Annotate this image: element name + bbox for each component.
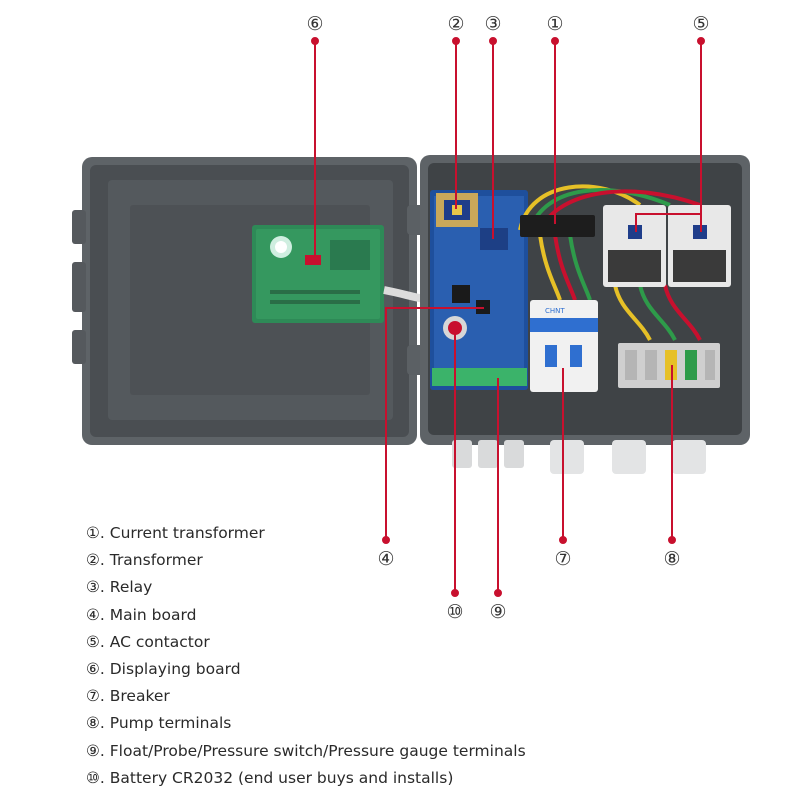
callout-10: ⑩ — [446, 601, 463, 623]
legend-item: ④. Main board — [86, 605, 197, 624]
callout-2: ② — [447, 13, 464, 35]
legend-item: ⑦. Breaker — [86, 687, 170, 706]
callout-numbers: ⑥ ② ③ ① ⑤ ④ ⑦ ⑧ ⑩ ⑨ — [306, 13, 709, 623]
callout-6: ⑥ — [306, 13, 323, 35]
callout-8: ⑧ — [663, 548, 680, 570]
legend-item: ⑤. AC contactor — [86, 632, 210, 651]
callout-9: ⑨ — [489, 601, 506, 623]
legend-item: ⑩. Battery CR2032 (end user buys and ins… — [86, 768, 454, 787]
ac-contactors — [603, 205, 731, 287]
current-transformer — [520, 215, 595, 237]
main-board — [430, 190, 528, 390]
breaker: CHNT — [530, 300, 598, 392]
callout-3: ③ — [484, 13, 501, 35]
legend-item: ①. Current transformer — [86, 524, 265, 542]
breaker-brand-label: CHNT — [545, 307, 565, 315]
displaying-board — [252, 225, 384, 323]
callout-5: ⑤ — [692, 13, 709, 35]
callout-lines — [311, 37, 705, 597]
callout-7: ⑦ — [554, 548, 571, 570]
legend-item: ⑧. Pump terminals — [86, 714, 232, 733]
legend-item: ③. Relay — [86, 578, 153, 597]
legend-item: ②. Transformer — [86, 551, 203, 570]
legend-item: ⑨. Float/Probe/Pressure switch/Pressure … — [86, 741, 526, 760]
callout-4: ④ — [377, 548, 394, 570]
callout-1: ① — [546, 13, 563, 35]
pump-terminals — [618, 343, 720, 388]
legend-item: ⑥. Displaying board — [86, 659, 241, 678]
component-legend: ①. Current transformer ②. Transformer ③.… — [86, 520, 786, 792]
